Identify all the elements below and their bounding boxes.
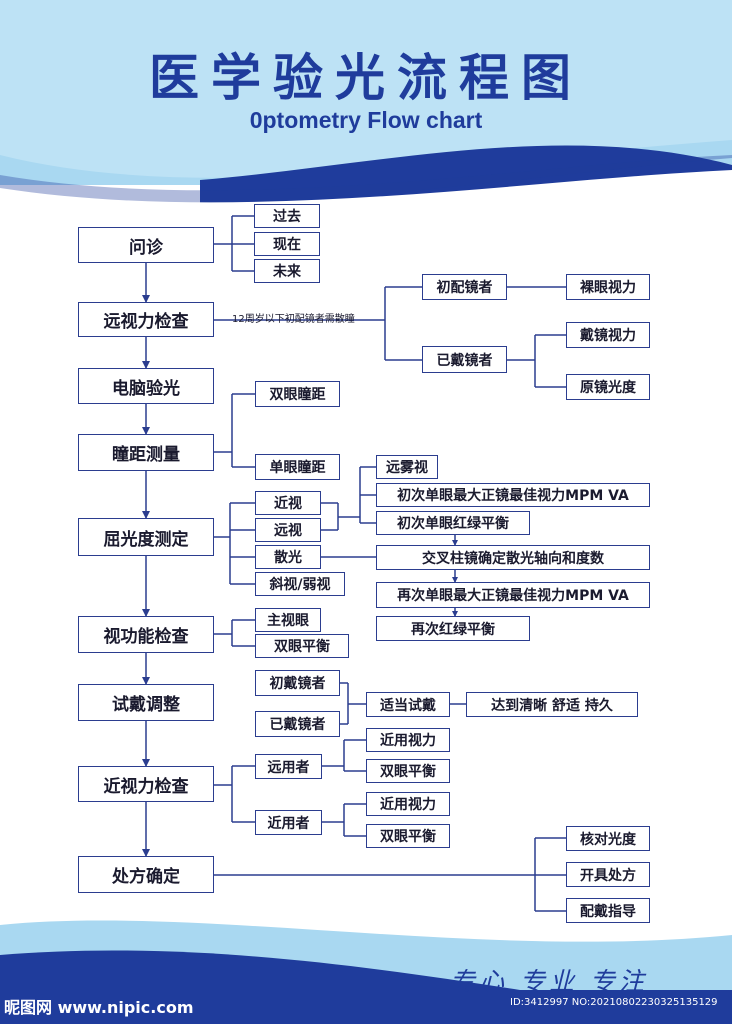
step-pd-measurement: 瞳距测量 — [78, 434, 214, 471]
distance-user: 远用者 — [255, 754, 322, 779]
step-visual-function-check: 视功能检查 — [78, 616, 214, 653]
dominant-eye: 主视眼 — [255, 608, 321, 632]
second-mpmva: 再次单眼最大正镜最佳视力MPM VA — [376, 582, 650, 608]
issue-prescription: 开具处方 — [566, 862, 650, 887]
step-refraction: 屈光度测定 — [78, 518, 214, 556]
corrected-vision: 戴镜视力 — [566, 322, 650, 348]
strabismus-amblyopia: 斜视/弱视 — [255, 572, 345, 596]
naked-eye-vision: 裸眼视力 — [566, 274, 650, 300]
second-red-green: 再次红绿平衡 — [376, 616, 530, 641]
near-user: 近用者 — [255, 810, 322, 835]
astigmatism: 散光 — [255, 545, 321, 569]
watermark-id: ID:3412997 NO:20210802230325135129 — [510, 997, 718, 1008]
first-red-green: 初次单眼红绿平衡 — [376, 511, 530, 535]
monocular-pd: 单眼瞳距 — [255, 454, 340, 480]
verify-power: 核对光度 — [566, 826, 650, 851]
first-time-wearer: 初配镜者 — [422, 274, 507, 300]
trial-goal: 达到清晰 舒适 持久 — [466, 692, 638, 717]
near-user-balance: 双眼平衡 — [366, 824, 450, 848]
binocular-pd: 双眼瞳距 — [255, 381, 340, 407]
dilation-note: 12周岁以下初配镜者需散瞳 — [232, 314, 355, 325]
fogging: 远雾视 — [376, 455, 438, 479]
wearing-guidance: 配戴指导 — [566, 898, 650, 923]
watermark-site: 昵图网 www.nipic.com — [4, 998, 194, 1017]
first-mpmva: 初次单眼最大正镜最佳视力MPM VA — [376, 483, 650, 507]
cross-cylinder: 交叉柱镜确定散光轴向和度数 — [376, 545, 650, 570]
near-user-near-va: 近用视力 — [366, 792, 450, 816]
consult-past: 过去 — [254, 204, 320, 228]
step-prescription: 处方确定 — [78, 856, 214, 893]
poster-subtitle: 0ptometry Flow chart — [249, 107, 483, 133]
distance-user-balance: 双眼平衡 — [366, 759, 450, 783]
step-distance-vision-check: 远视力检查 — [78, 302, 214, 337]
consult-future: 未来 — [254, 259, 320, 283]
original-lens-power: 原镜光度 — [566, 374, 650, 400]
trial-first-wearer: 初戴镜者 — [255, 670, 340, 696]
poster-title: 医学验光流程图 — [149, 49, 583, 107]
consult-present: 现在 — [254, 232, 320, 256]
step-near-vision-check: 近视力检查 — [78, 766, 214, 802]
step-trial-adjustment: 试戴调整 — [78, 684, 214, 721]
hyperopia: 远视 — [255, 518, 321, 542]
step-consultation: 问诊 — [78, 227, 214, 263]
step-auto-refraction: 电脑验光 — [78, 368, 214, 404]
proper-trial: 适当试戴 — [366, 692, 450, 717]
footer-slogan: 专心 专业 专注 — [450, 967, 648, 996]
existing-wearer: 已戴镜者 — [422, 346, 507, 373]
trial-existing-wearer: 已戴镜者 — [255, 711, 340, 737]
myopia: 近视 — [255, 491, 321, 515]
binocular-balance: 双眼平衡 — [255, 634, 349, 658]
distance-user-near-va: 近用视力 — [366, 728, 450, 752]
